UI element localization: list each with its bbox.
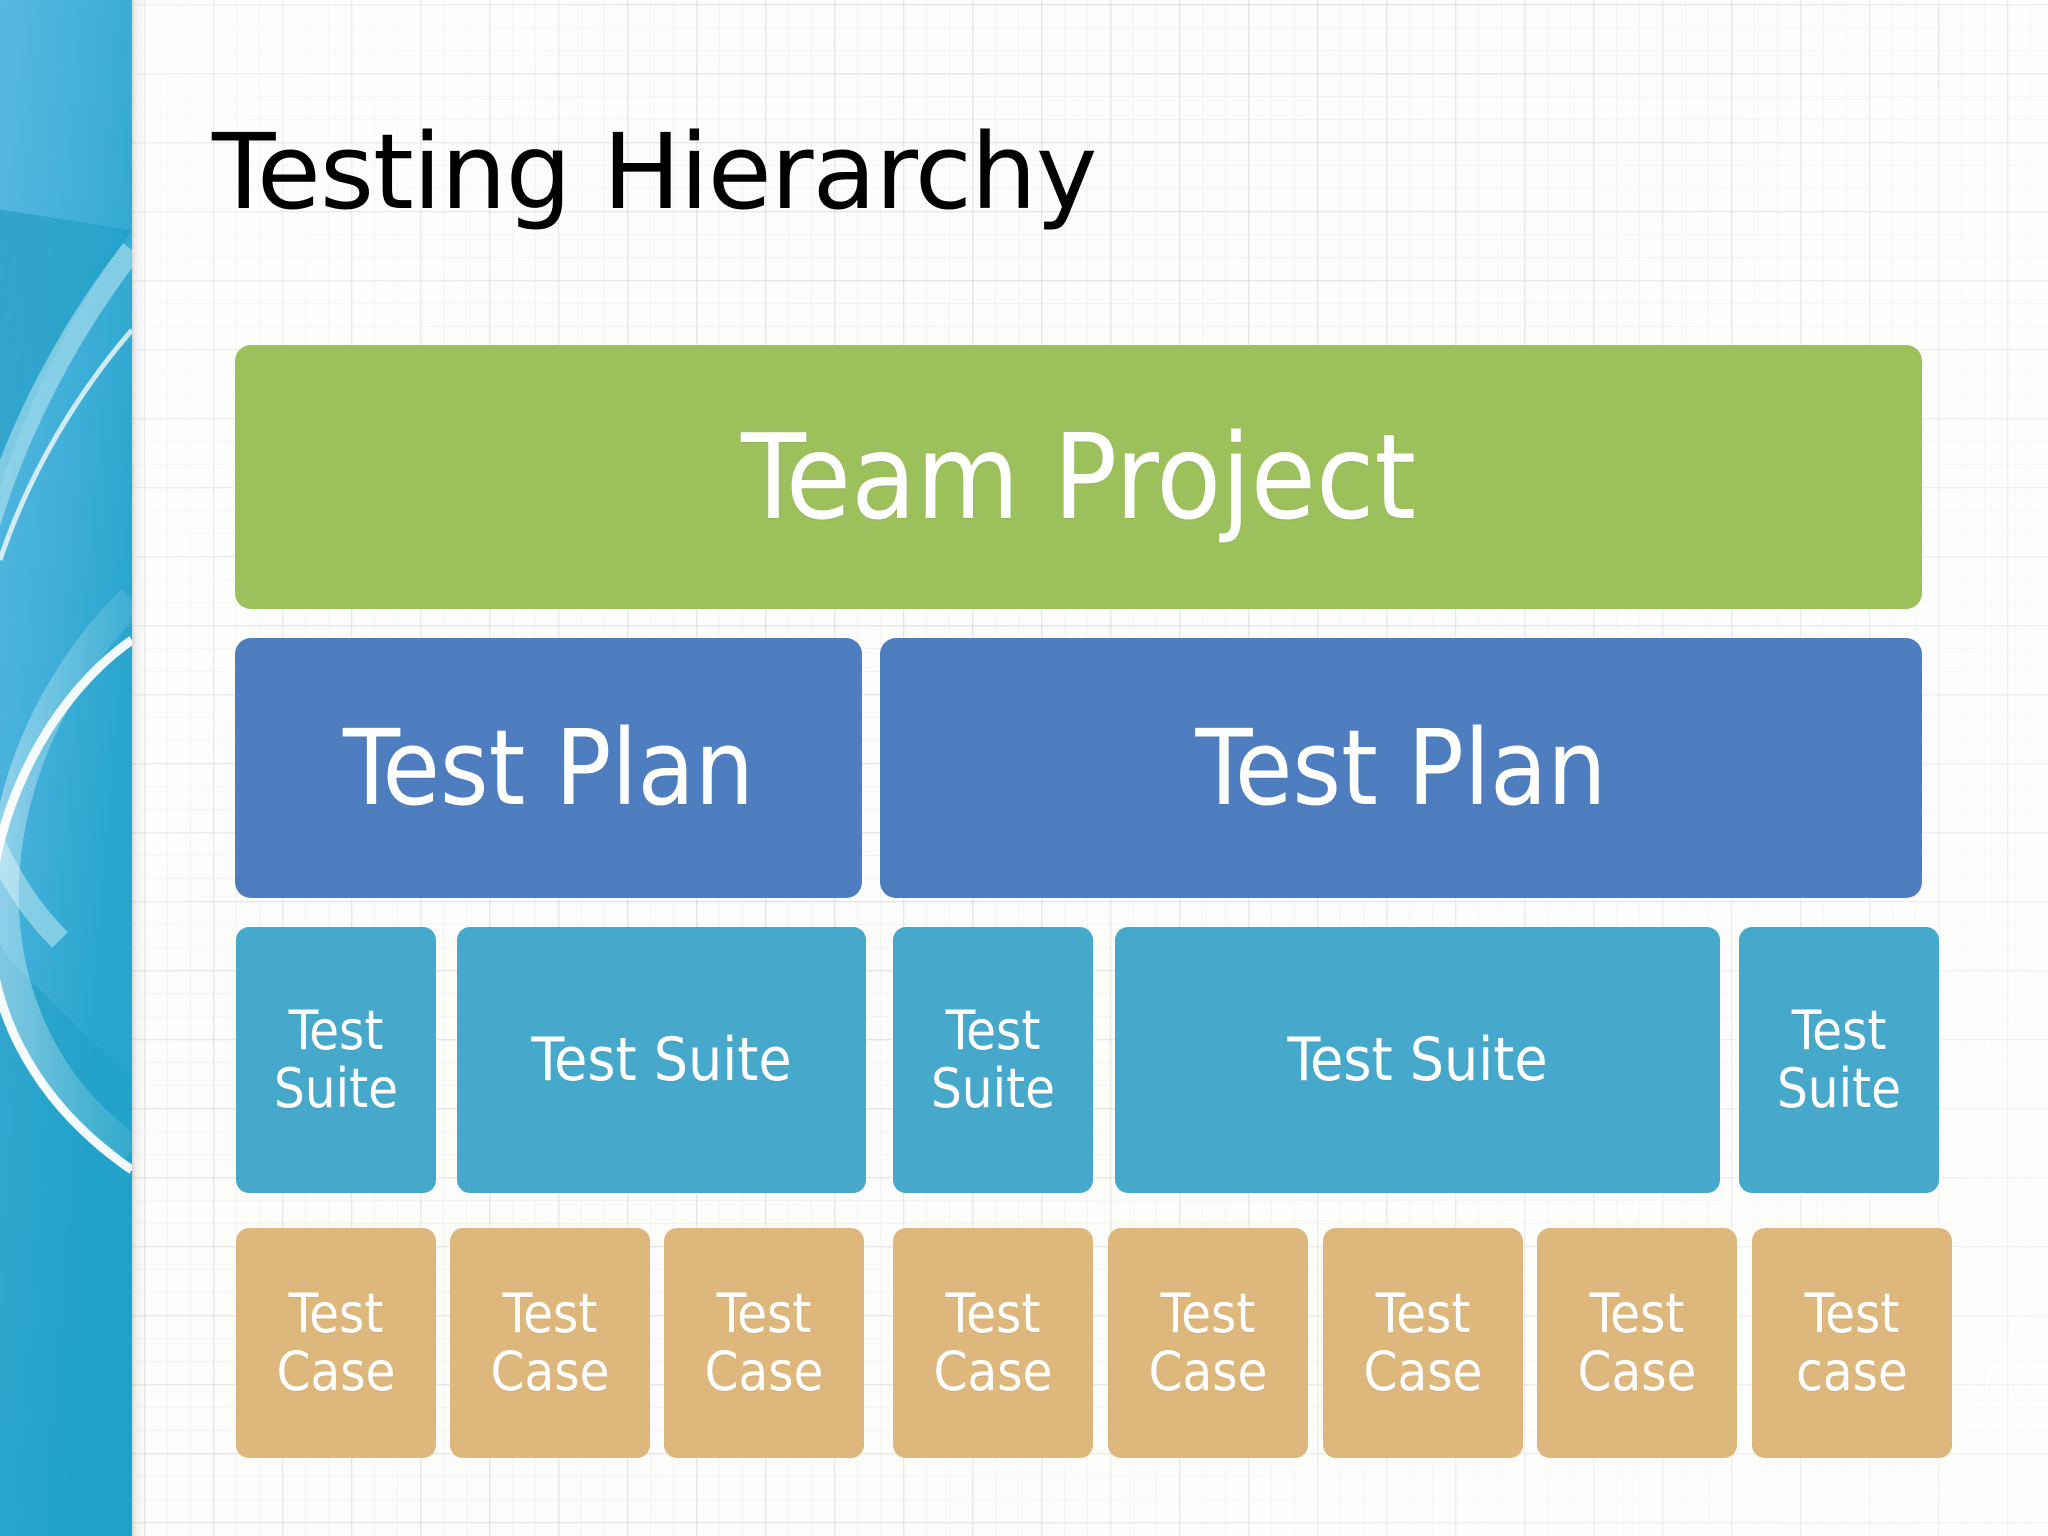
node-test-suite-3[interactable]: Test Suite	[893, 927, 1093, 1193]
node-label: Test Suite	[1776, 998, 1902, 1120]
node-test-case-5[interactable]: Test Case	[1108, 1228, 1308, 1458]
node-test-plan-1[interactable]: Test Plan	[235, 638, 862, 898]
node-label: Test Case	[490, 1281, 610, 1403]
node-test-case-8[interactable]: Test case	[1752, 1228, 1952, 1458]
node-test-case-6[interactable]: Test Case	[1323, 1228, 1523, 1458]
node-label: Test Case	[1148, 1281, 1268, 1403]
node-team-project[interactable]: Team Project	[235, 345, 1922, 609]
node-test-case-7[interactable]: Test Case	[1537, 1228, 1737, 1458]
node-label: Test Case	[1577, 1281, 1697, 1403]
node-label: Team Project	[741, 408, 1416, 546]
node-label: Test Plan	[342, 707, 755, 829]
page-title: Testing Hierarchy	[212, 111, 1097, 233]
decorative-swoosh-icon	[0, 0, 132, 1536]
node-test-suite-4[interactable]: Test Suite	[1115, 927, 1720, 1193]
node-test-plan-2[interactable]: Test Plan	[880, 638, 1922, 898]
node-label: Test Case	[1363, 1281, 1483, 1403]
side-band-shadow-edge	[132, 0, 146, 1536]
node-test-case-2[interactable]: Test Case	[450, 1228, 650, 1458]
node-label: Test Plan	[1195, 707, 1607, 829]
node-label: Test Suite	[1287, 1025, 1548, 1095]
node-test-case-4[interactable]: Test Case	[893, 1228, 1093, 1458]
node-label: Test Suite	[531, 1025, 792, 1095]
node-label: Test Suite	[930, 998, 1056, 1120]
node-test-case-3[interactable]: Test Case	[664, 1228, 864, 1458]
node-label: Test Case	[933, 1281, 1053, 1403]
node-label: Test Case	[276, 1281, 396, 1403]
node-test-suite-1[interactable]: Test Suite	[236, 927, 436, 1193]
decorative-side-band	[0, 0, 132, 1536]
node-label: Test case	[1796, 1281, 1908, 1403]
node-label: Test Case	[704, 1281, 824, 1403]
node-test-suite-2[interactable]: Test Suite	[457, 927, 866, 1193]
node-test-case-1[interactable]: Test Case	[236, 1228, 436, 1458]
node-label: Test Suite	[273, 998, 399, 1120]
node-test-suite-5[interactable]: Test Suite	[1739, 927, 1939, 1193]
